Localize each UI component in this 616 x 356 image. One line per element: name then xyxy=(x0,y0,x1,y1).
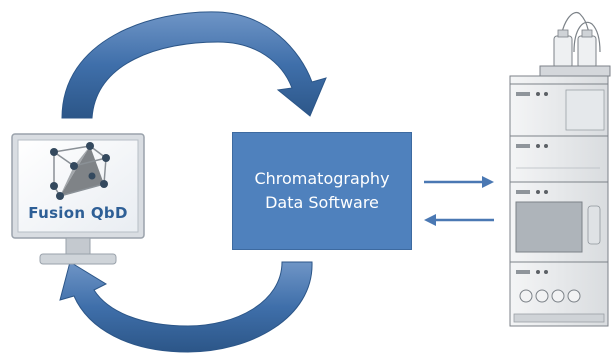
hplc-instrument-icon xyxy=(509,12,611,327)
arrow-from-instrument-icon xyxy=(424,214,494,226)
monitor-icon xyxy=(11,133,145,265)
fusion-qbd-label: Fusion QbD xyxy=(28,204,128,222)
bottom-curved-arrow-icon xyxy=(59,261,313,353)
chromatography-data-software-box: Chromatography Data Software xyxy=(232,132,412,250)
arrow-to-instrument-icon xyxy=(424,176,494,188)
cds-box-line2: Data Software xyxy=(265,193,379,212)
molecule-icon xyxy=(50,142,110,200)
top-curved-arrow-icon xyxy=(61,11,327,119)
cds-box-line1: Chromatography xyxy=(254,169,390,188)
